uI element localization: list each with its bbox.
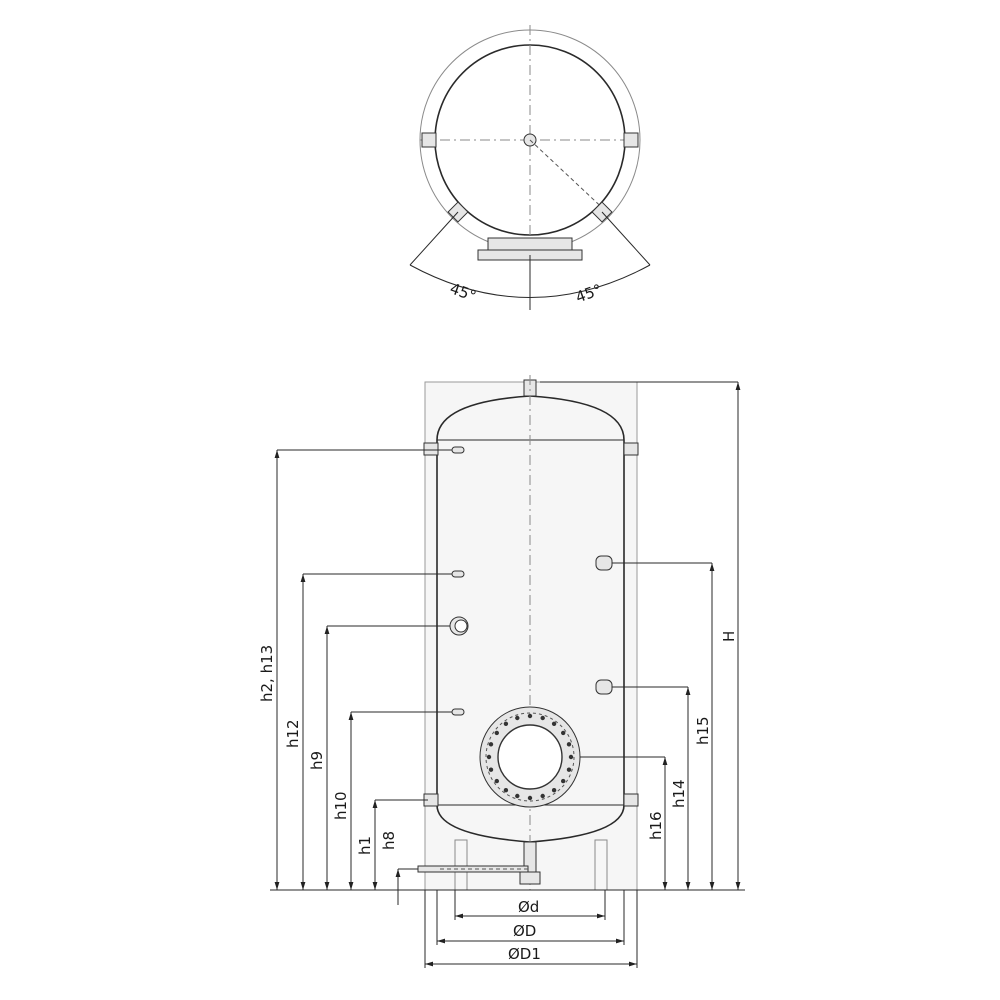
flange-bolt (568, 754, 574, 760)
flange-bolt (494, 778, 499, 784)
port-h12 (451, 570, 465, 578)
front-view: h2, h13 h12 h9 h10 h1 h8 h16 h14 h15 H Ø… (258, 375, 745, 968)
label-h10: h10 (332, 791, 350, 820)
flange-bolt (515, 793, 520, 799)
label-h2-h13: h2, h13 (258, 645, 276, 702)
top-left-boss (421, 132, 437, 148)
top-right-boss (623, 132, 639, 148)
flange-bolt (561, 778, 566, 784)
label-h1: h1 (356, 836, 374, 855)
angle-label-right: 45° (573, 281, 604, 307)
port-h2 (451, 446, 465, 454)
boss-left-top (423, 442, 439, 456)
flange-bolt (551, 788, 557, 793)
port-h14 (595, 679, 613, 695)
flange-bolt (527, 795, 533, 801)
flange-bolt (488, 767, 494, 772)
angle-label-left: 45° (447, 279, 478, 305)
flange-bolt (527, 713, 533, 719)
boss-right-bottom (623, 793, 639, 807)
flange-bolt (515, 715, 520, 721)
manhole-bolts (486, 713, 574, 801)
angle-leader-left (409, 211, 459, 266)
insulation-jacket (424, 381, 638, 891)
flange-bolt (503, 788, 509, 793)
port-h9-inner (454, 619, 468, 633)
boss-right-top (623, 442, 639, 456)
label-h8: h8 (380, 831, 398, 850)
label-d: Ød (518, 898, 539, 916)
label-h12: h12 (284, 719, 302, 748)
flange-bolt (486, 754, 492, 760)
flange-bolt (561, 730, 566, 736)
flange-bolt (566, 767, 572, 772)
flange-bolt (566, 742, 572, 747)
flange-bolt (540, 793, 545, 799)
port-h15 (595, 555, 613, 571)
flange-bolt (551, 721, 557, 726)
label-h9: h9 (308, 751, 326, 770)
port-h10 (451, 708, 465, 716)
label-D: ØD (513, 922, 536, 940)
label-h16: h16 (647, 811, 665, 840)
label-D1: ØD1 (508, 945, 541, 963)
manhole-flange (479, 706, 581, 808)
flange-bolt (540, 715, 545, 721)
top-bottom-flange (487, 237, 573, 251)
flange-bolt (503, 721, 509, 726)
label-H: H (720, 631, 738, 642)
bottom-drain-cap (519, 871, 541, 885)
label-h15: h15 (694, 716, 712, 745)
top-diagonal-line (529, 139, 611, 216)
angle-leader-right (601, 211, 651, 266)
drain-pipe (417, 865, 529, 873)
top-view: 45° 45° (409, 25, 651, 310)
label-h14: h14 (670, 779, 688, 808)
flange-bolt (488, 742, 494, 747)
flange-bolt (494, 730, 499, 736)
